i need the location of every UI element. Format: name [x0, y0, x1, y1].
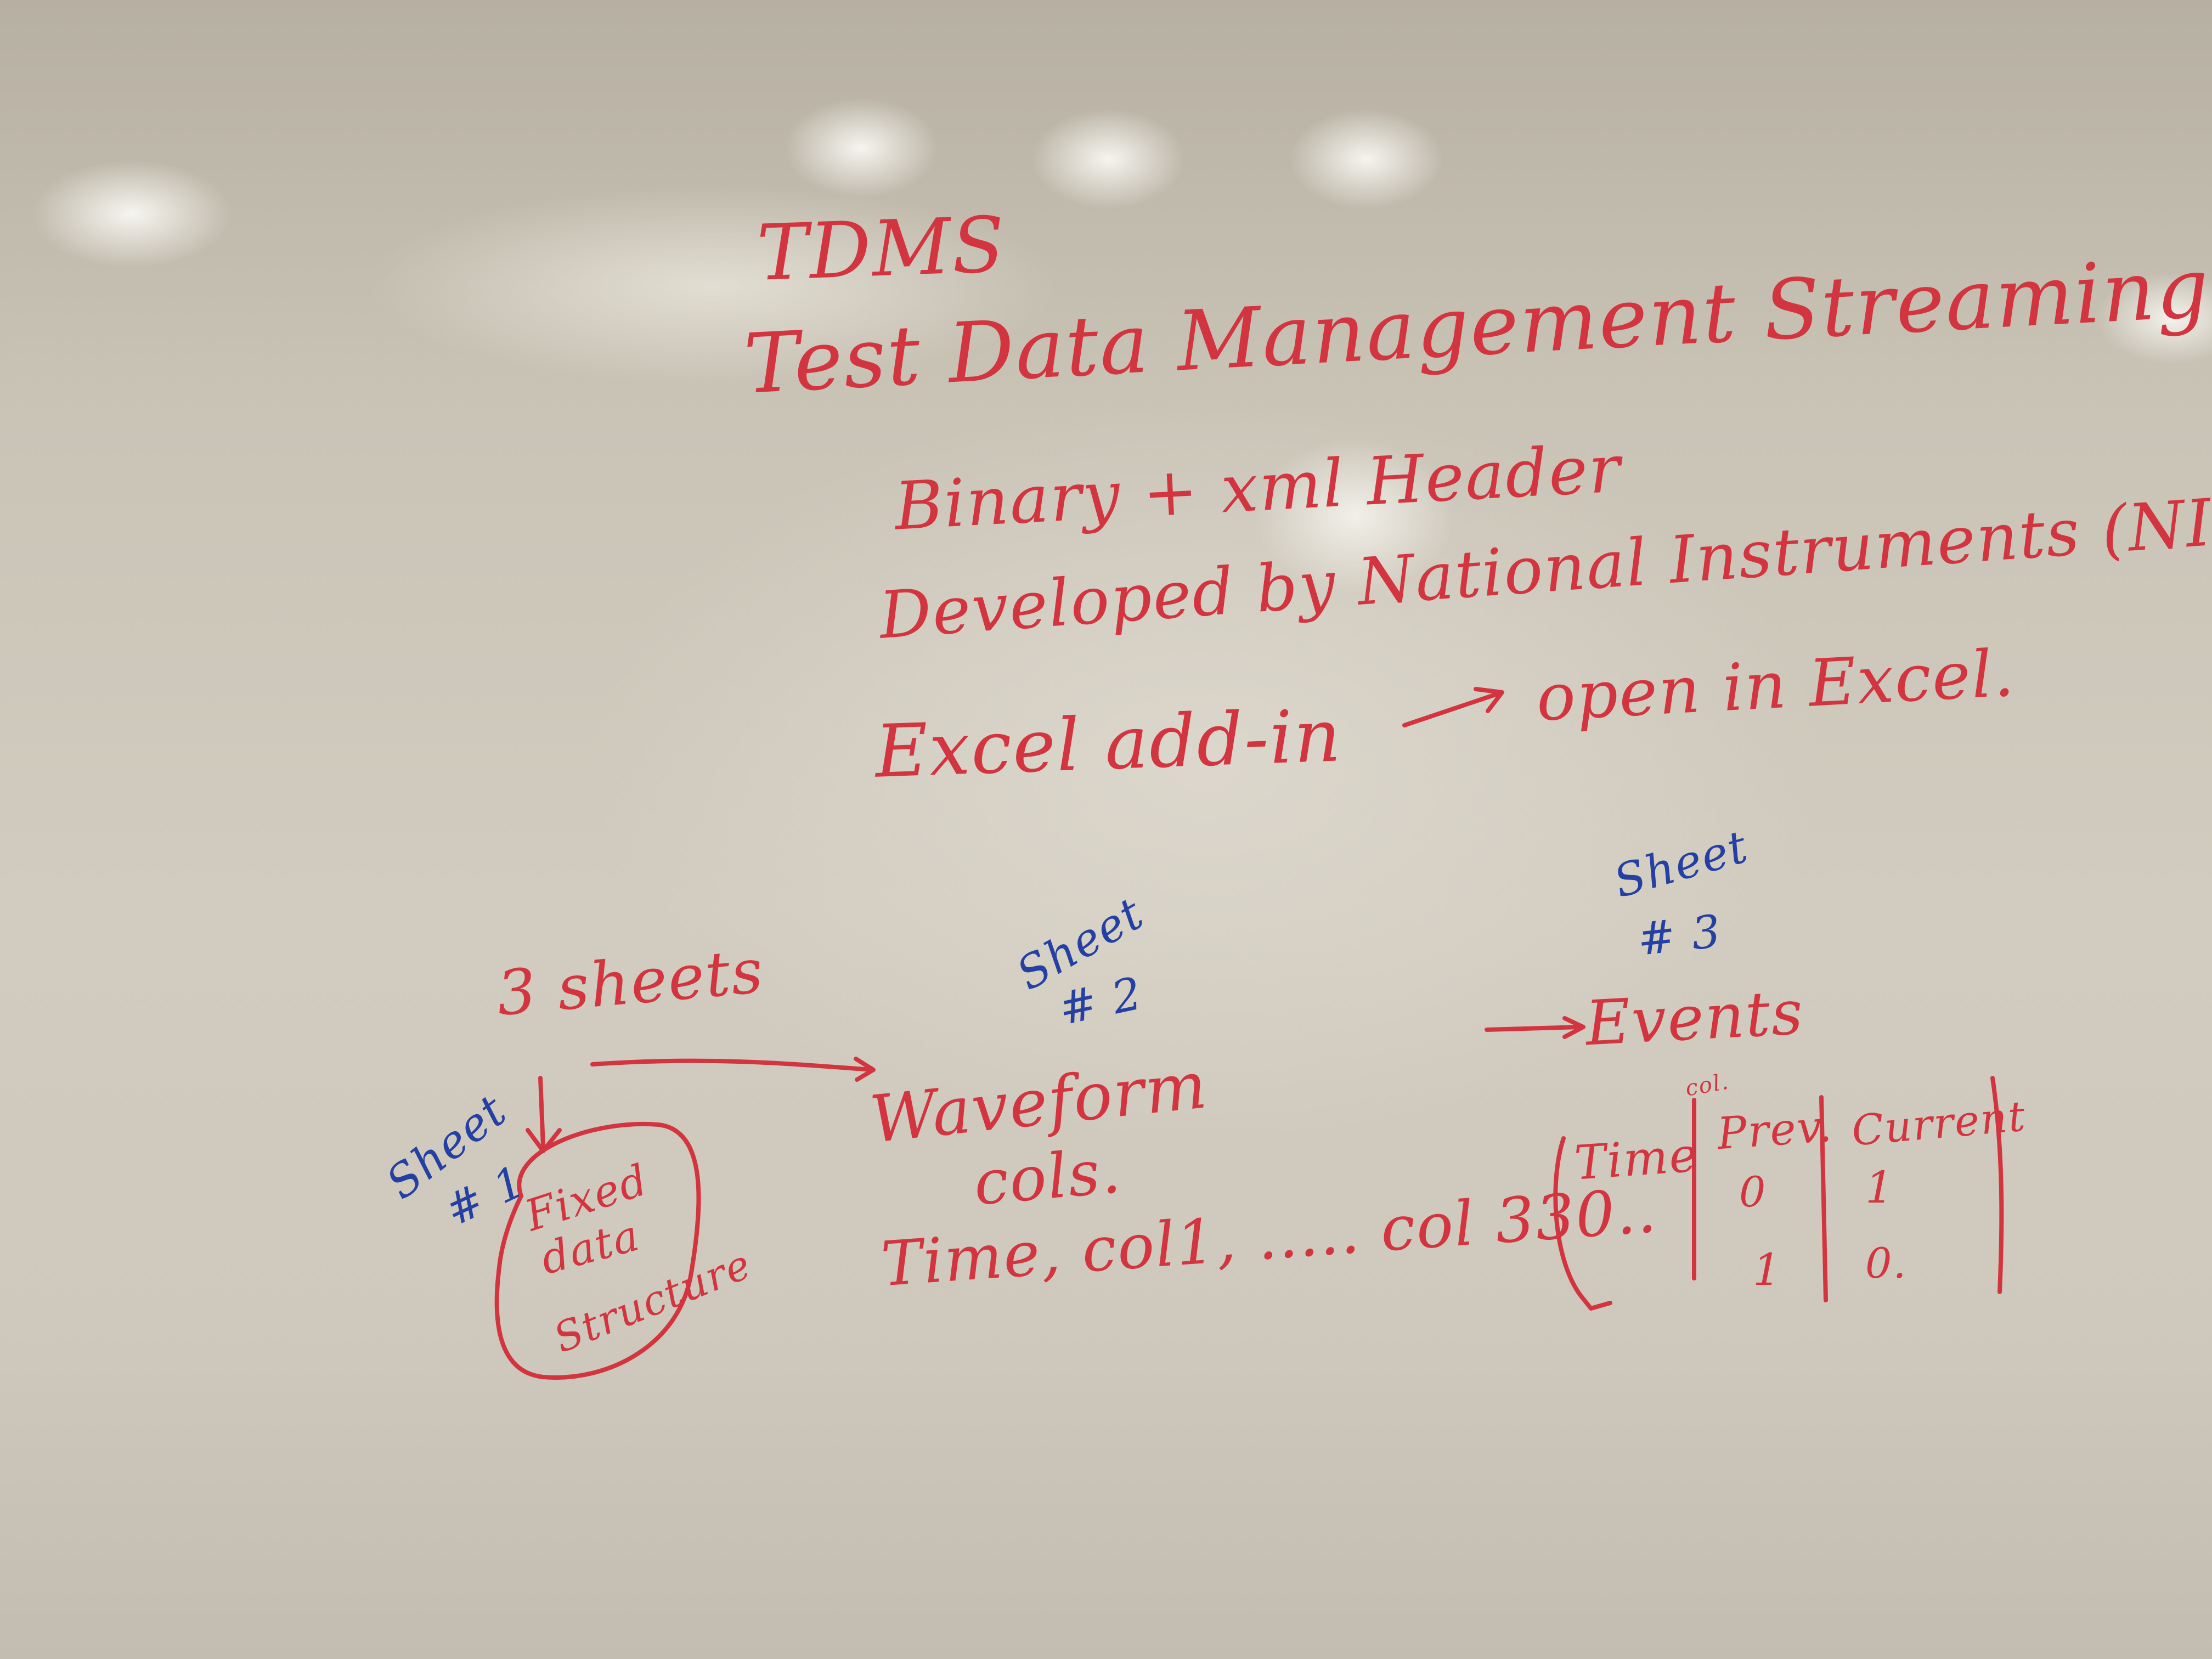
- open-arrow: [1402, 687, 1504, 727]
- table-header-prev: Prev.: [1715, 1100, 1835, 1160]
- events-arrow: [1485, 1016, 1585, 1039]
- down-arrow: [526, 1076, 562, 1153]
- waveform-arrow: [590, 1057, 876, 1082]
- events-label: Events: [1583, 977, 1806, 1060]
- sheet3-number: # 3: [1635, 905, 1724, 966]
- table-divider-2: [1819, 1095, 1828, 1302]
- table-prev-value-1: 0: [1739, 1167, 1767, 1216]
- table-current-value-2: 0.: [1865, 1239, 1908, 1288]
- fixed-data-circle: [494, 1122, 701, 1380]
- table-current-value-1: 1: [1865, 1162, 1894, 1213]
- table-right-bracket: [1990, 1076, 2004, 1294]
- note-excel-addin: Excel add-in: [873, 693, 1343, 794]
- table-left-bracket: [1553, 1136, 1612, 1311]
- title-tdms: TDMS: [755, 200, 1007, 298]
- table-prev-value-2: 1: [1753, 1244, 1782, 1295]
- table-header-time: Time: [1572, 1127, 1700, 1191]
- waveform-cols: cols.: [970, 1135, 1125, 1220]
